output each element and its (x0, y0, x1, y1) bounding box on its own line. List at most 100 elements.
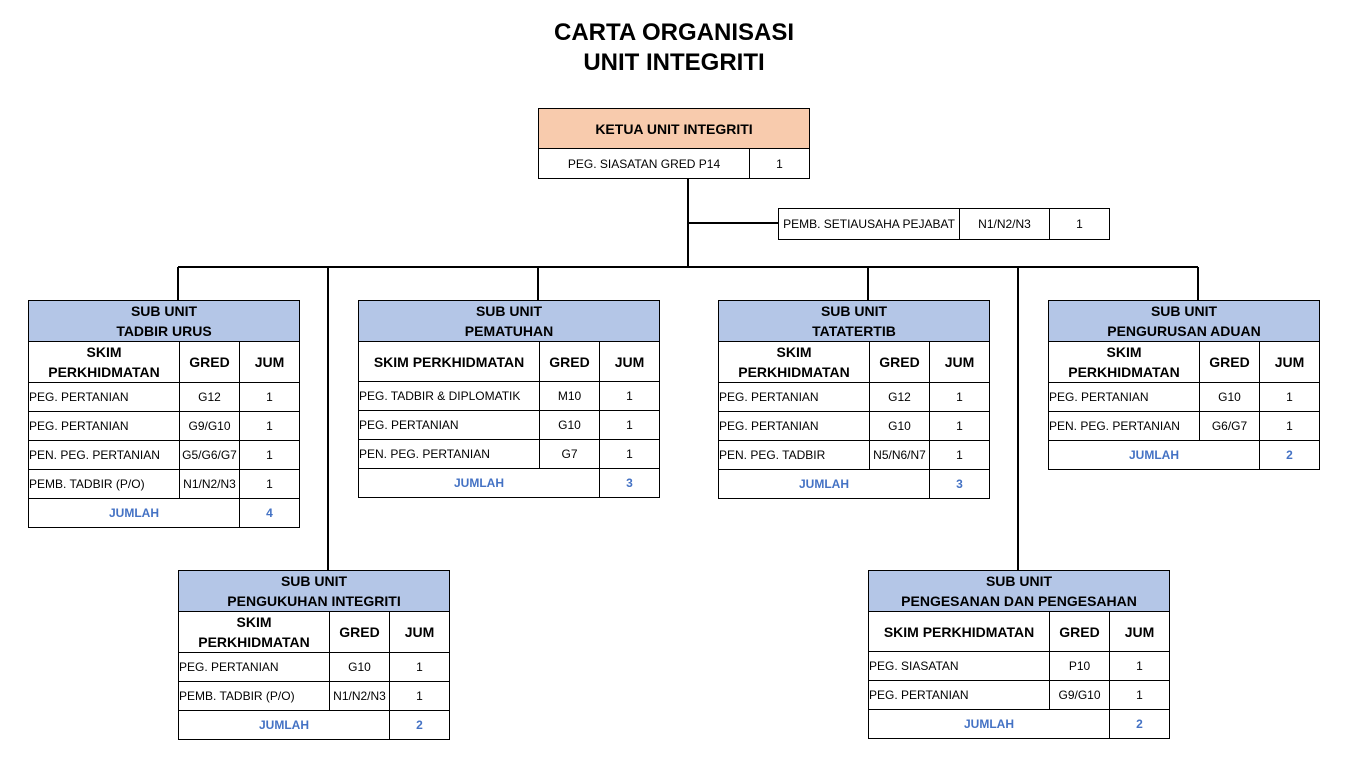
total-value: 2 (1259, 440, 1320, 470)
total-label: JUMLAH (358, 468, 600, 498)
total-label: JUMLAH (718, 469, 930, 499)
col-skim: SKIM PERKHIDMATAN (28, 341, 180, 383)
row-gred: G10 (329, 652, 390, 682)
total-value: 2 (1108, 709, 1171, 739)
head-box: KETUA UNIT INTEGRITI PEG. SIASATAN GRED … (538, 108, 810, 179)
row-gred: G9/G10 (1049, 680, 1110, 710)
col-gred: GRED (539, 341, 600, 382)
row-skim: PEN. PEG. PERTANIAN (28, 440, 180, 470)
col-gred: GRED (1199, 341, 1260, 383)
head-jum: 1 (749, 148, 810, 179)
head-skim: PEG. SIASATAN GRED P14 (538, 148, 750, 179)
col-jum: JUM (928, 341, 991, 383)
row-jum: 1 (928, 440, 991, 470)
col-gred: GRED (329, 611, 390, 653)
total-label: JUMLAH (28, 498, 240, 528)
row-gred: G10 (869, 411, 930, 441)
assistant-jum: 1 (1049, 208, 1110, 240)
chart-title-line1: CARTA ORGANISASI (554, 19, 794, 46)
row-skim: PEG. PERTANIAN (28, 382, 180, 412)
row-gred: P10 (1049, 651, 1110, 681)
col-skim: SKIM PERKHIDMATAN (1048, 341, 1200, 383)
row-skim: PEG. TADBIR & DIPLOMATIK (358, 381, 540, 411)
row-gred: G7 (539, 439, 600, 469)
row-jum: 1 (1108, 680, 1171, 710)
row-gred: G6/G7 (1199, 411, 1260, 441)
col-jum: JUM (1108, 611, 1171, 652)
col-gred: GRED (869, 341, 930, 383)
row-jum: 1 (598, 439, 661, 469)
row-jum: 1 (1259, 382, 1320, 412)
total-value: 2 (388, 710, 451, 740)
assistant-box: PEMB. SETIAUSAHA PEJABAT N1/N2/N3 1 (778, 208, 1110, 240)
col-jum: JUM (598, 341, 661, 382)
row-gred: N1/N2/N3 (329, 681, 390, 711)
head-label: KETUA UNIT INTEGRITI (538, 108, 810, 149)
row-gred: G12 (179, 382, 240, 412)
chart-title-line2: UNIT INTEGRITI (583, 49, 765, 76)
row-skim: PEG. PERTANIAN (868, 680, 1050, 710)
row-jum: 1 (1108, 651, 1171, 681)
row-skim: PEMB. TADBIR (P/O) (178, 681, 330, 711)
col-gred: GRED (1049, 611, 1110, 652)
col-jum: JUM (238, 341, 301, 383)
row-jum: 1 (598, 381, 661, 411)
row-skim: PEG. PERTANIAN (178, 652, 330, 682)
col-gred: GRED (179, 341, 240, 383)
row-skim: PEG. PERTANIAN (1048, 382, 1200, 412)
row-gred: G5/G6/G7 (179, 440, 240, 470)
total-value: 3 (928, 469, 991, 499)
row-jum: 1 (928, 382, 991, 412)
row-gred: N1/N2/N3 (179, 469, 240, 499)
row-jum: 1 (238, 440, 301, 470)
row-jum: 1 (388, 681, 451, 711)
col-skim: SKIM PERKHIDMATAN (178, 611, 330, 653)
row-skim: PEN. PEG. PERTANIAN (358, 439, 540, 469)
col-skim: SKIM PERKHIDMATAN (868, 611, 1050, 652)
total-label: JUMLAH (1048, 440, 1260, 470)
row-jum: 1 (238, 382, 301, 412)
row-skim: PEG. PERTANIAN (718, 382, 870, 412)
col-skim: SKIM PERKHIDMATAN (718, 341, 870, 383)
row-jum: 1 (928, 411, 991, 441)
row-skim: PEG. SIASATAN (868, 651, 1050, 681)
row-jum: 1 (238, 469, 301, 499)
row-skim: PEMB. TADBIR (P/O) (28, 469, 180, 499)
row-skim: PEG. PERTANIAN (28, 411, 180, 441)
row-gred: G9/G10 (179, 411, 240, 441)
total-value: 3 (598, 468, 661, 498)
row-skim: PEN. PEG. TADBIR (718, 440, 870, 470)
row-jum: 1 (388, 652, 451, 682)
total-value: 4 (238, 498, 301, 528)
row-gred: G12 (869, 382, 930, 412)
col-jum: JUM (388, 611, 451, 653)
row-gred: N5/N6/N7 (869, 440, 930, 470)
row-skim: PEG. PERTANIAN (718, 411, 870, 441)
col-jum: JUM (1259, 341, 1320, 383)
total-label: JUMLAH (178, 710, 390, 740)
row-gred: G10 (539, 410, 600, 440)
assistant-gred: N1/N2/N3 (959, 208, 1050, 240)
row-jum: 1 (238, 411, 301, 441)
row-jum: 1 (1259, 411, 1320, 441)
row-gred: G10 (1199, 382, 1260, 412)
row-gred: M10 (539, 381, 600, 411)
row-jum: 1 (598, 410, 661, 440)
total-label: JUMLAH (868, 709, 1110, 739)
assistant-skim: PEMB. SETIAUSAHA PEJABAT (778, 208, 960, 240)
row-skim: PEN. PEG. PERTANIAN (1048, 411, 1200, 441)
row-skim: PEG. PERTANIAN (358, 410, 540, 440)
